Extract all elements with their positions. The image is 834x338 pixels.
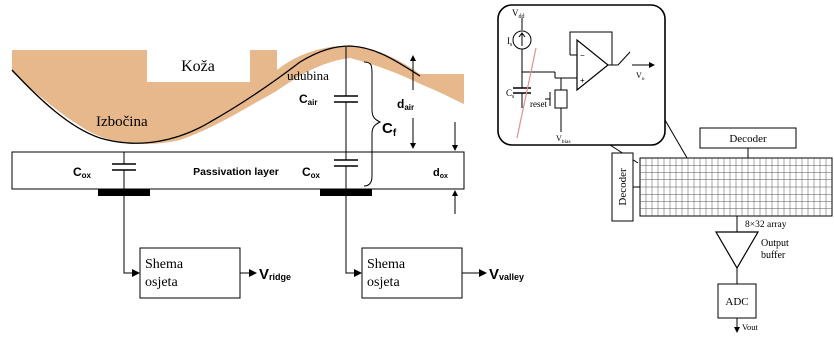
wire-left (123, 196, 140, 277)
output-buffer-symbol (714, 231, 760, 270)
output-buffer-label-line1: Output (761, 238, 789, 249)
decoder-top-label: Decoder (729, 133, 767, 145)
sense-circuit-right (361, 247, 463, 299)
d-air-label: dair (397, 97, 414, 112)
ridge-label: Izbočina (96, 114, 148, 130)
sense-circuit-right-line2: osjeta (367, 275, 400, 290)
svg-text:−: − (580, 51, 585, 60)
capacitor-cox-right (334, 159, 358, 189)
wire-right (345, 196, 362, 277)
sense-circuit-left-line1: Shema (145, 257, 184, 272)
sensor-array-diagram: Vdd Is Cs − + Vo reset Vbias (497, 4, 833, 333)
opamp-symbol (576, 38, 609, 92)
passivation-label: Passivation layer (193, 166, 279, 178)
decoder-left-label: Decoder (617, 168, 629, 206)
adc-label: ADC (725, 296, 748, 308)
c-air-label: Cair (299, 92, 317, 107)
vbias-label: Vbias (556, 134, 571, 145)
is-label: Is (507, 36, 513, 48)
sense-circuit-left (139, 247, 241, 299)
v-ridge-label: Vridge (259, 266, 291, 283)
passivation-layer (11, 151, 465, 190)
skin-label-box (147, 48, 249, 82)
vdd-label: Vdd (512, 8, 525, 20)
c-f-label: Cf (382, 120, 397, 139)
c-ox-left-label: Cox (73, 165, 92, 180)
capacitor-cox-left (112, 152, 136, 189)
d-ox-label: dox (433, 167, 448, 180)
c-f-brace (363, 61, 382, 187)
valley-label: udubina (287, 68, 329, 83)
v-valley-label: Vvalley (489, 266, 524, 283)
electrode-left (98, 189, 150, 196)
vo-pixel-label: Vo (636, 71, 645, 82)
cs-label: Cs (506, 88, 515, 100)
capacitor-c-air (334, 47, 358, 160)
skin-label: Koža (181, 58, 215, 75)
capacitive-sensor-diagram: Koža Passivation layer Cox Cair Cox (11, 45, 524, 299)
vout-label: Vout (742, 322, 759, 332)
skin-outline (11, 45, 421, 144)
skin-shape (12, 46, 464, 144)
array-size-label: 8×32 array (745, 220, 787, 230)
reset-label: reset (530, 99, 547, 109)
sense-circuit-right-line1: Shema (367, 257, 406, 272)
output-buffer-label-line2: buffer (761, 250, 786, 261)
sensor-array-grid (639, 157, 833, 217)
reset-transistor (554, 89, 568, 109)
sense-circuit-left-line2: osjeta (145, 275, 178, 290)
output-switch (617, 51, 631, 66)
electrode-right (320, 189, 372, 196)
adc-block (717, 283, 757, 319)
pink-line (516, 47, 537, 139)
c-ox-right-label: Cox (302, 165, 321, 180)
svg-text:+: + (580, 76, 585, 85)
